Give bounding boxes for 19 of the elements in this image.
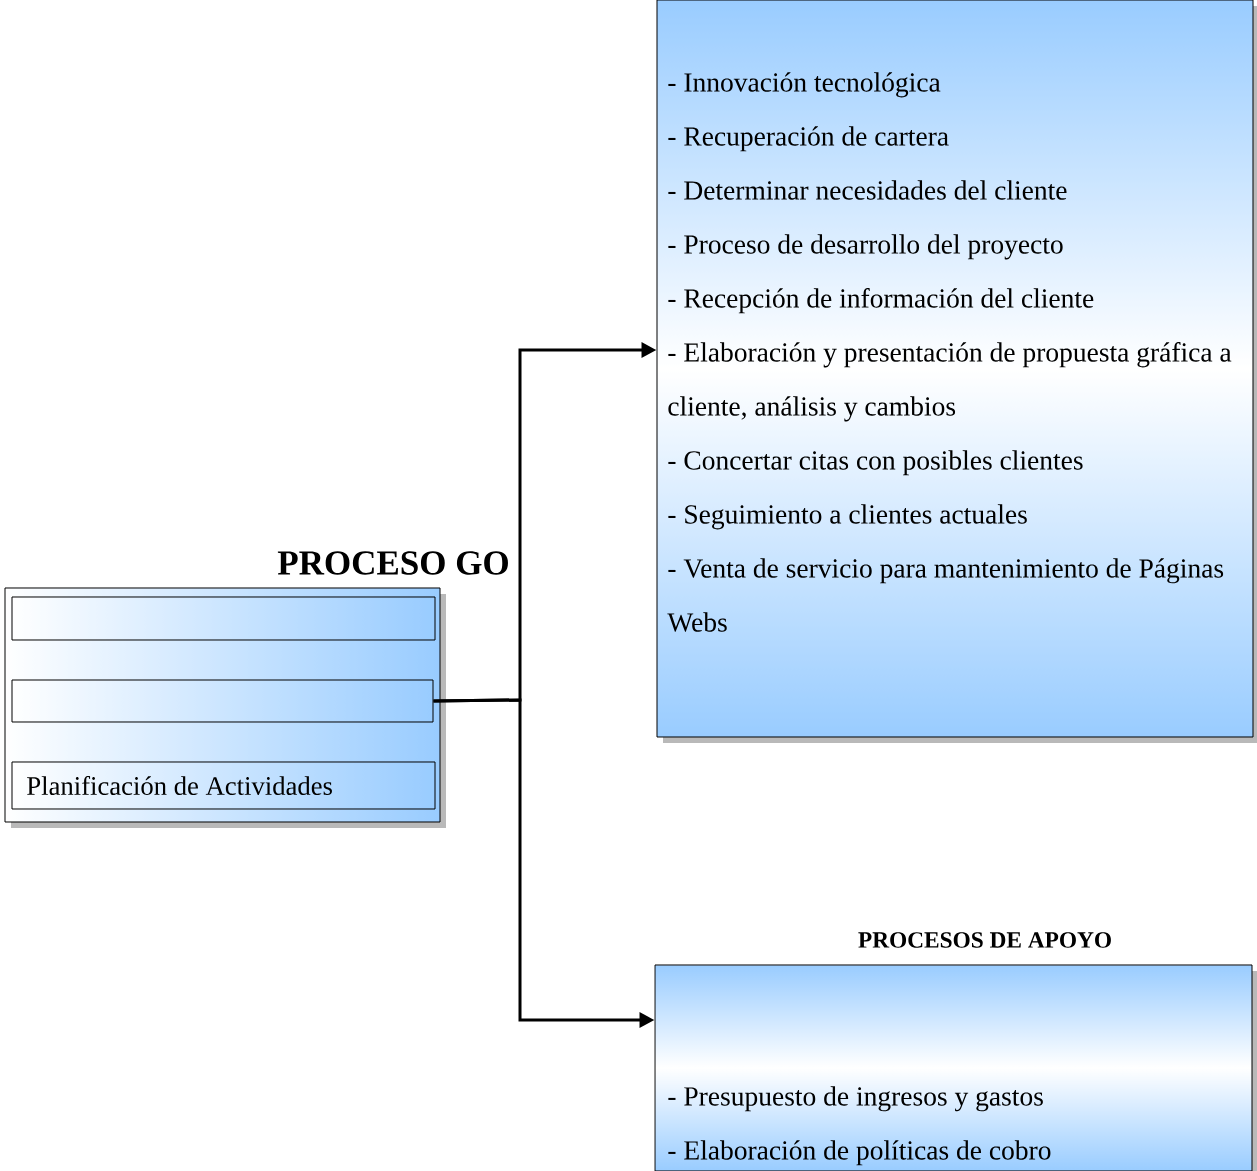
box-heading: PROCESOS DE APOYO [858,932,1111,948]
process-box [656,0,1257,743]
node-label: - Venta de servicio para mantenimiento de Páginas Webs [667,558,1224,632]
section-title: PROCESO GO [277,551,508,575]
item-list: - Presupuesto de ingresos y gastos - Elaboración de políticas de cobro [668,1086,1051,1166]
node-label: - Elaboración y presentación de propuesta gráfica a cliente, análisis y cambios [668,342,1232,422]
node-label: - Seguimiento a clientes actuales [668,504,1027,530]
item-list: - Innovación tecnológica - Recuperación de cartera - Determinar necesidades del cliente - Proceso de desarrollo del proyecto - Recepción de información del cliente - Elaboración y presentación de propuesta gráfica a cliente, análisis y cambios - Concertar citas con posibles clientes - Seguimiento a clientes actuales - Venta de servicio para mantenimiento de Páginas Webs [667,72,1232,632]
node-label: - Proceso de desarrollo del proyecto [668,234,1063,260]
empty-box [11,596,436,641]
node-label: - Determinar necesidades del cliente [668,180,1067,200]
node-label: - Recepción de información del cliente [668,288,1094,314]
process-box [11,761,436,810]
process-box [654,932,1257,1171]
node-label: - Recuperación de cartera [668,126,949,152]
node-label: - Concertar citas con posibles clientes [668,450,1083,476]
box-label: Planificación de Actividades [27,776,332,795]
node-label: - Innovación tecnológica [668,72,941,98]
empty-box [11,679,434,723]
